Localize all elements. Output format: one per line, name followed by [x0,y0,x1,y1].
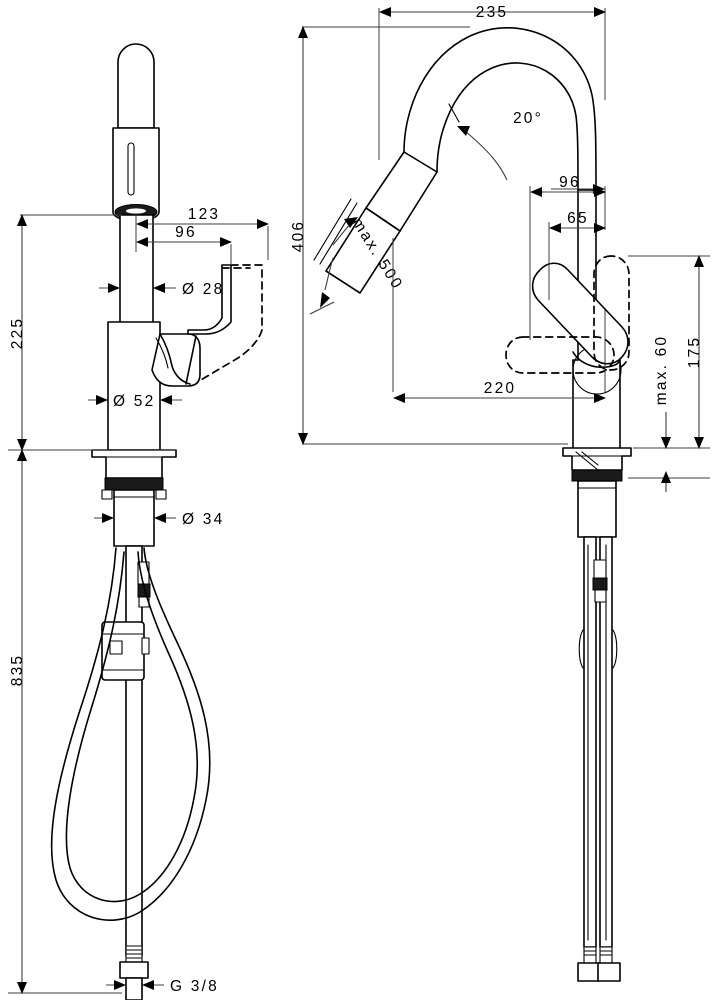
mounting-flange [91,449,177,479]
flange-hatch-side-2 [581,451,599,466]
hose-weight-clip [141,637,150,655]
pullout-hose-loop [50,547,211,921]
lever-handle-front [151,264,263,387]
dimension-835: 835 [8,449,122,994]
dim-label-406: 406 [290,220,307,252]
flange-hatch-side [575,451,599,471]
dimension-diameter-28: Ø 28 [99,281,224,298]
handle-hub-front [151,333,201,387]
fitting-nut-front [119,961,149,979]
base-plate-side [562,447,632,471]
supply-hose-left [583,536,597,948]
dim-label-235: 235 [476,4,508,21]
dim-label-220: 220 [484,380,516,397]
mounting-screw-left [101,489,113,500]
hose-weight-window [109,640,123,655]
dim-label-34: Ø 34 [182,511,224,528]
spray-head-top-cap [117,43,155,129]
dimension-20-degrees: 20° [448,103,605,194]
rubber-gasket-front [104,477,164,491]
rubber-gasket-side [571,469,623,482]
hose-guide-right [612,629,618,669]
hose-connector-collar-side [592,577,608,591]
spray-outlet-side [325,270,361,294]
hose-connector-upper-side [593,559,607,579]
spray-head-front [112,43,160,222]
dim-label-225: 225 [9,317,26,349]
dim-label-65-side: 65 [567,210,589,227]
threaded-shank-side [577,480,617,538]
dimension-65-side: 65 [548,210,606,300]
spray-head-side-edge2 [319,202,358,265]
dimension-123: 123 [135,206,269,260]
dim-label-96-front: 96 [175,224,197,241]
body-cylinder [107,321,161,451]
dimension-96-side: 96 [529,174,606,340]
lever-handle-side [531,262,629,365]
spray-mode-button [127,142,135,196]
dim-label-52: Ø 52 [113,393,155,410]
dim-label-123: 123 [188,206,220,223]
handle-lever-side [531,262,629,365]
threaded-shank-front [113,489,155,547]
hose-weight-front [101,621,150,681]
supply-fitting-front [119,945,149,1000]
dimension-220: 220 [392,238,606,403]
hose-nut-left [577,962,601,982]
spray-head-side [313,151,438,294]
spray-head-side-edge [313,198,352,261]
base-plate-front [91,449,177,479]
spray-outlet-aerator [126,208,146,214]
dim-label-max-60: max. 60 [653,335,670,406]
dimension-thread-g38: G 3/8 [106,978,219,995]
dimension-406: 406 [290,26,568,445]
supply-hoses-side [577,536,621,982]
dimension-235: 235 [378,4,606,160]
dim-label-175: 175 [686,336,703,368]
angle-ref-tick [448,103,460,123]
dim-label-28: Ø 28 [182,281,224,298]
dimension-175: 175 [628,255,710,449]
handle-lever-front [187,264,232,335]
mounting-flange-side [562,447,632,471]
handle-alt-position-front [200,264,263,381]
handle-edge-line [185,335,197,385]
handle-alt-positions-side [505,255,630,374]
mounting-screw-right [155,489,167,500]
dim-label-96-side: 96 [559,174,581,191]
fitting-tail-front [125,977,143,1000]
handle-contour-front [159,333,191,385]
dimension-max-60: max. 60 [628,335,710,492]
spray-head-side-seam [365,207,401,232]
dim-label-20-degrees: 20° [513,110,543,127]
hose-weight-body [101,621,145,681]
handle-alt-vertical-side [593,255,630,371]
dimension-diameter-34: Ø 34 [94,511,224,528]
hose-connector-lower-side [594,589,607,603]
dim-label-g38: G 3/8 [170,978,219,995]
handle-contour-inner [155,337,169,369]
dim-label-835: 835 [9,654,26,686]
dimension-96-front: 96 [135,224,232,265]
gooseneck-spout-side [403,27,597,191]
faucet-body-front [107,321,161,451]
hose-nut-right [597,962,621,982]
hose-guide-left [578,629,584,669]
front-view-group: 225 835 123 96 [8,43,269,1000]
side-view-group: 235 406 max. 500 20° [290,4,710,982]
dimension-diameter-52: Ø 52 [88,393,182,410]
